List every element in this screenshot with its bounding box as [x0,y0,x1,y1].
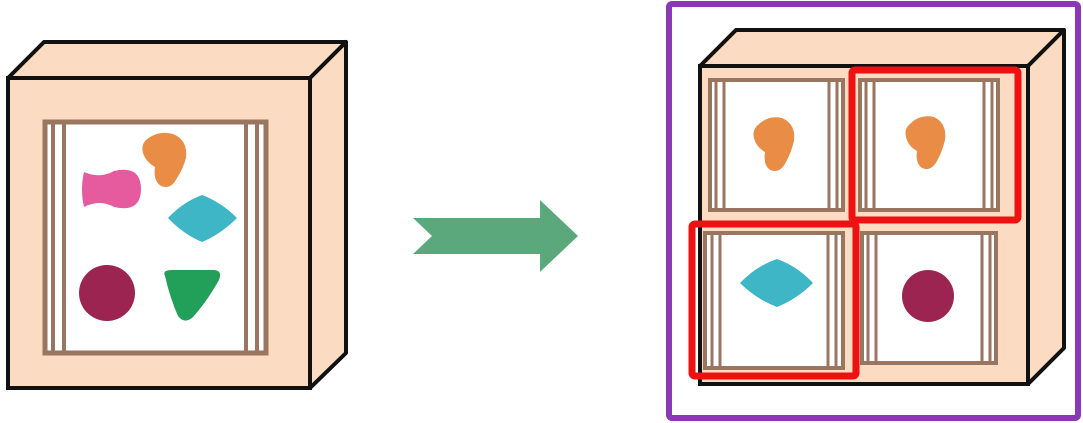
source-box [6,40,348,390]
result-box-top-face [698,28,1066,68]
result-box-side-face [1026,28,1066,386]
maroon-circle-shape [902,270,954,322]
teal-diamond-shape [168,195,237,242]
grid-cell-top-right [858,78,1000,212]
result-box [698,28,1066,386]
maroon-circle-shape [79,265,135,321]
orange-blob-shape [905,116,946,170]
selection-border [666,1,1081,421]
teal-diamond-shape [740,259,813,307]
source-box-side-face [308,40,348,390]
grid-cell-bottom-left [703,231,845,370]
grid-cell-top-left [708,78,845,212]
right-arrow-icon [413,200,578,272]
source-box-top-face [6,40,348,80]
orange-blob-shape [142,132,187,187]
green-triangle-shape [164,270,221,321]
grid-cell-bottom-right [860,231,998,365]
pink-blob-shape [82,169,141,209]
highlight-frame-bottom-left [688,220,860,380]
highlight-frame-top-right [848,66,1022,224]
orange-blob-shape [753,117,795,171]
